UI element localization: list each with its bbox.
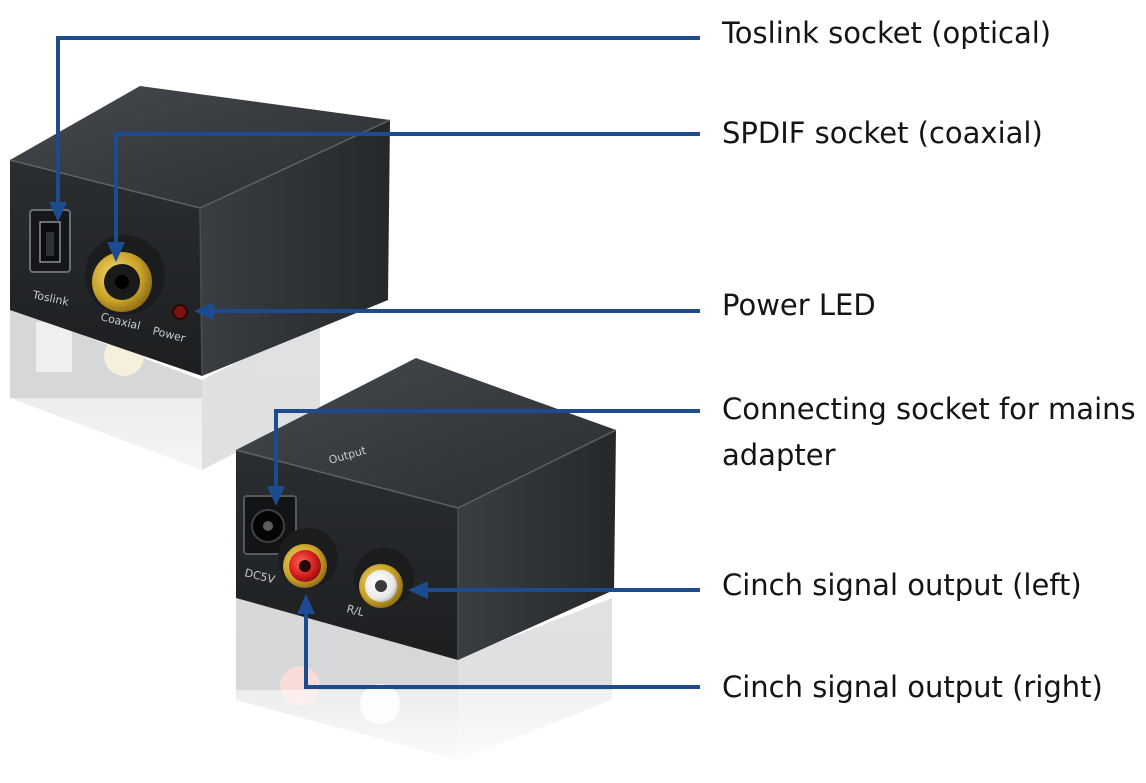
label-toslink-socket: Toslink socket (optical) xyxy=(722,16,1052,50)
rca-left-jack xyxy=(354,548,414,608)
arrow-toslink xyxy=(49,202,67,222)
bottom-unit-reflection xyxy=(236,598,612,779)
arrow-mains xyxy=(267,486,285,506)
power-led xyxy=(172,304,188,320)
callout-line-right xyxy=(304,604,700,689)
callout-line-mains xyxy=(274,409,700,498)
callout-line-toslink xyxy=(56,36,700,212)
callout-arrowheads xyxy=(49,202,428,614)
label-cinch-right: Cinch signal output (right) xyxy=(722,670,1103,704)
arrow-left xyxy=(408,581,428,599)
arrow-right xyxy=(297,594,315,614)
bottom-unit-side xyxy=(458,430,616,660)
callout-lines xyxy=(56,36,700,689)
label-mains-socket: Connecting socket for mains adapter xyxy=(722,386,1136,478)
label-spdif-socket: SPDIF socket (coaxial) xyxy=(722,116,1043,150)
label-mains-line2: adapter xyxy=(722,438,836,472)
arrow-spdif xyxy=(107,242,125,262)
label-power-led: Power LED xyxy=(722,288,876,322)
bottom-unit-lid xyxy=(236,358,616,508)
dc-socket xyxy=(243,495,297,555)
label-mains-line1: Connecting socket for mains xyxy=(722,392,1136,426)
rca-right-jack xyxy=(278,528,338,588)
top-unit-lid xyxy=(10,86,390,208)
label-cinch-left: Cinch signal output (left) xyxy=(722,568,1082,602)
toslink-port xyxy=(29,209,71,273)
marking-rl: R/L xyxy=(345,602,366,619)
bottom-unit: DC5V R/L Output xyxy=(235,358,617,779)
coaxial-jack xyxy=(85,235,165,315)
callout-line-spdif xyxy=(114,132,700,252)
arrow-led xyxy=(194,302,214,320)
